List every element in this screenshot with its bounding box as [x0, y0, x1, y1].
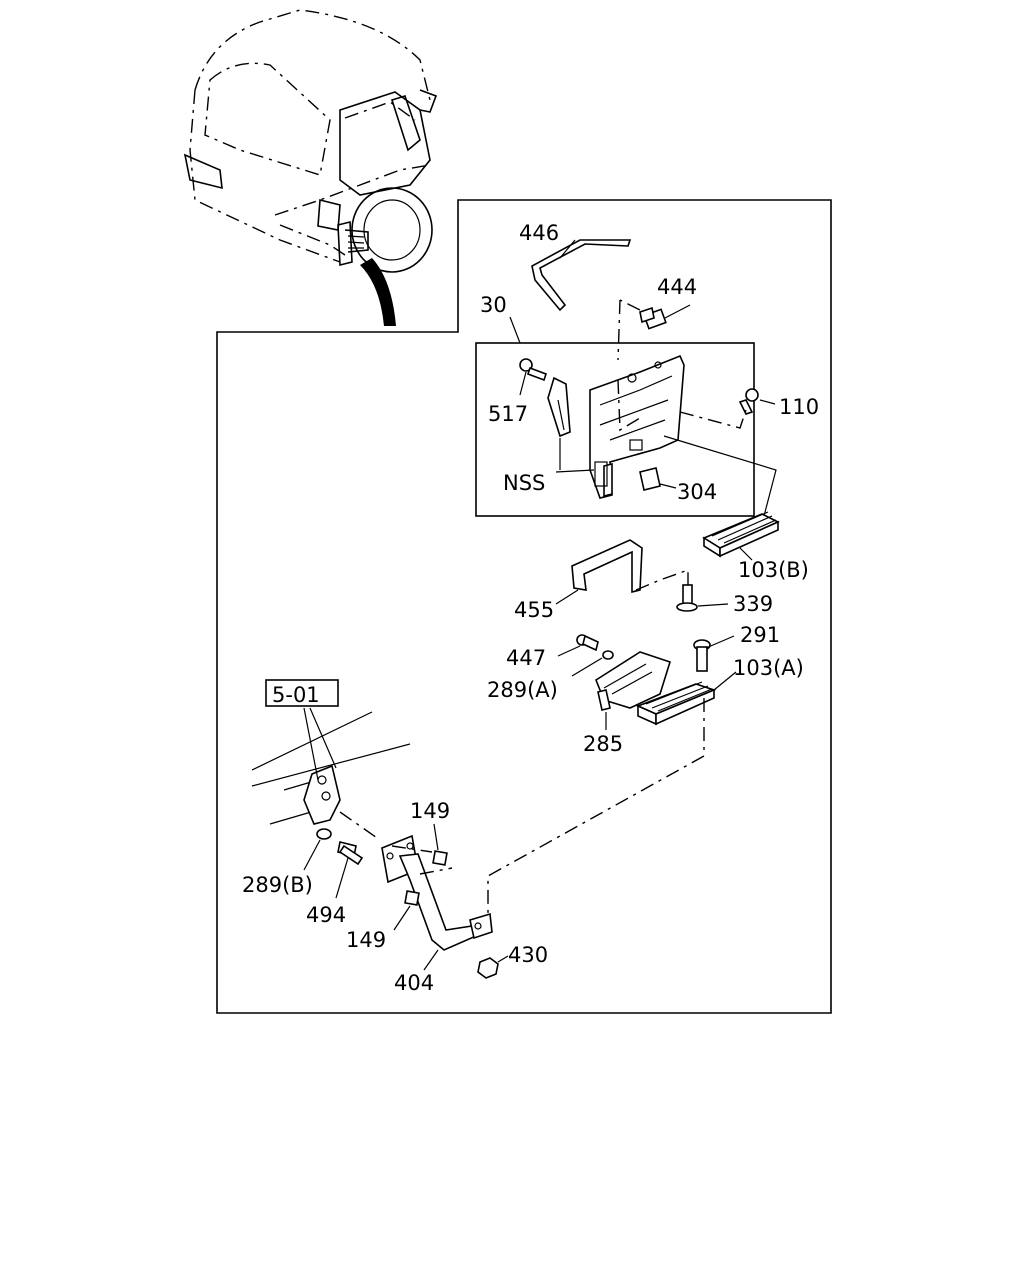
bolt-444 [639, 304, 691, 330]
callout-447: 447 [506, 646, 546, 670]
nut-149-lower [393, 890, 420, 931]
nut-149-upper [432, 823, 448, 866]
bracket-285 [595, 651, 671, 730]
bolt-110 [738, 388, 776, 415]
callout-430: 430 [508, 943, 548, 967]
callout-103a: 103(A) [733, 656, 804, 680]
bolt-494 [335, 841, 364, 899]
bracket-455 [555, 539, 643, 605]
ref-box-5-01 [265, 679, 339, 707]
bracket-assembly-30 [589, 354, 685, 499]
callout-149-upper: 149 [410, 799, 450, 823]
callout-289a: 289(A) [487, 678, 558, 702]
callout-304: 304 [677, 480, 717, 504]
step-103a [635, 671, 737, 726]
assembly-30-box [475, 342, 755, 517]
callout-446: 446 [519, 221, 559, 245]
callout-103b: 103(B) [738, 558, 809, 582]
callout-291: 291 [740, 623, 780, 647]
callout-517: 517 [488, 402, 528, 426]
stud-339 [676, 584, 729, 612]
washer-289b [303, 828, 332, 871]
truck-cab-illustration [183, 9, 438, 326]
step-103b [702, 511, 780, 561]
diagram-frame [216, 199, 832, 1014]
callout-444: 444 [657, 275, 697, 299]
callout-nss: NSS [503, 471, 545, 495]
bracket-nss [547, 376, 595, 473]
rod-446 [531, 239, 632, 312]
chassis-frame [251, 711, 411, 825]
callout-285: 285 [583, 732, 623, 756]
bolt-447 [557, 634, 599, 657]
bolt-517 [519, 358, 548, 396]
callout-110: 110 [779, 395, 819, 419]
callout-404: 404 [394, 971, 434, 995]
callout-5-01: 5-01 [272, 683, 320, 707]
nut-430 [477, 955, 509, 979]
callout-339: 339 [733, 592, 773, 616]
clip-304 [639, 467, 677, 491]
callout-494: 494 [306, 903, 346, 927]
bolt-291 [693, 635, 735, 672]
callout-30: 30 [480, 293, 507, 317]
callout-455: 455 [514, 598, 554, 622]
callout-149-lower: 149 [346, 928, 386, 952]
callout-289b: 289(B) [242, 873, 313, 897]
washer-289a [571, 650, 614, 677]
